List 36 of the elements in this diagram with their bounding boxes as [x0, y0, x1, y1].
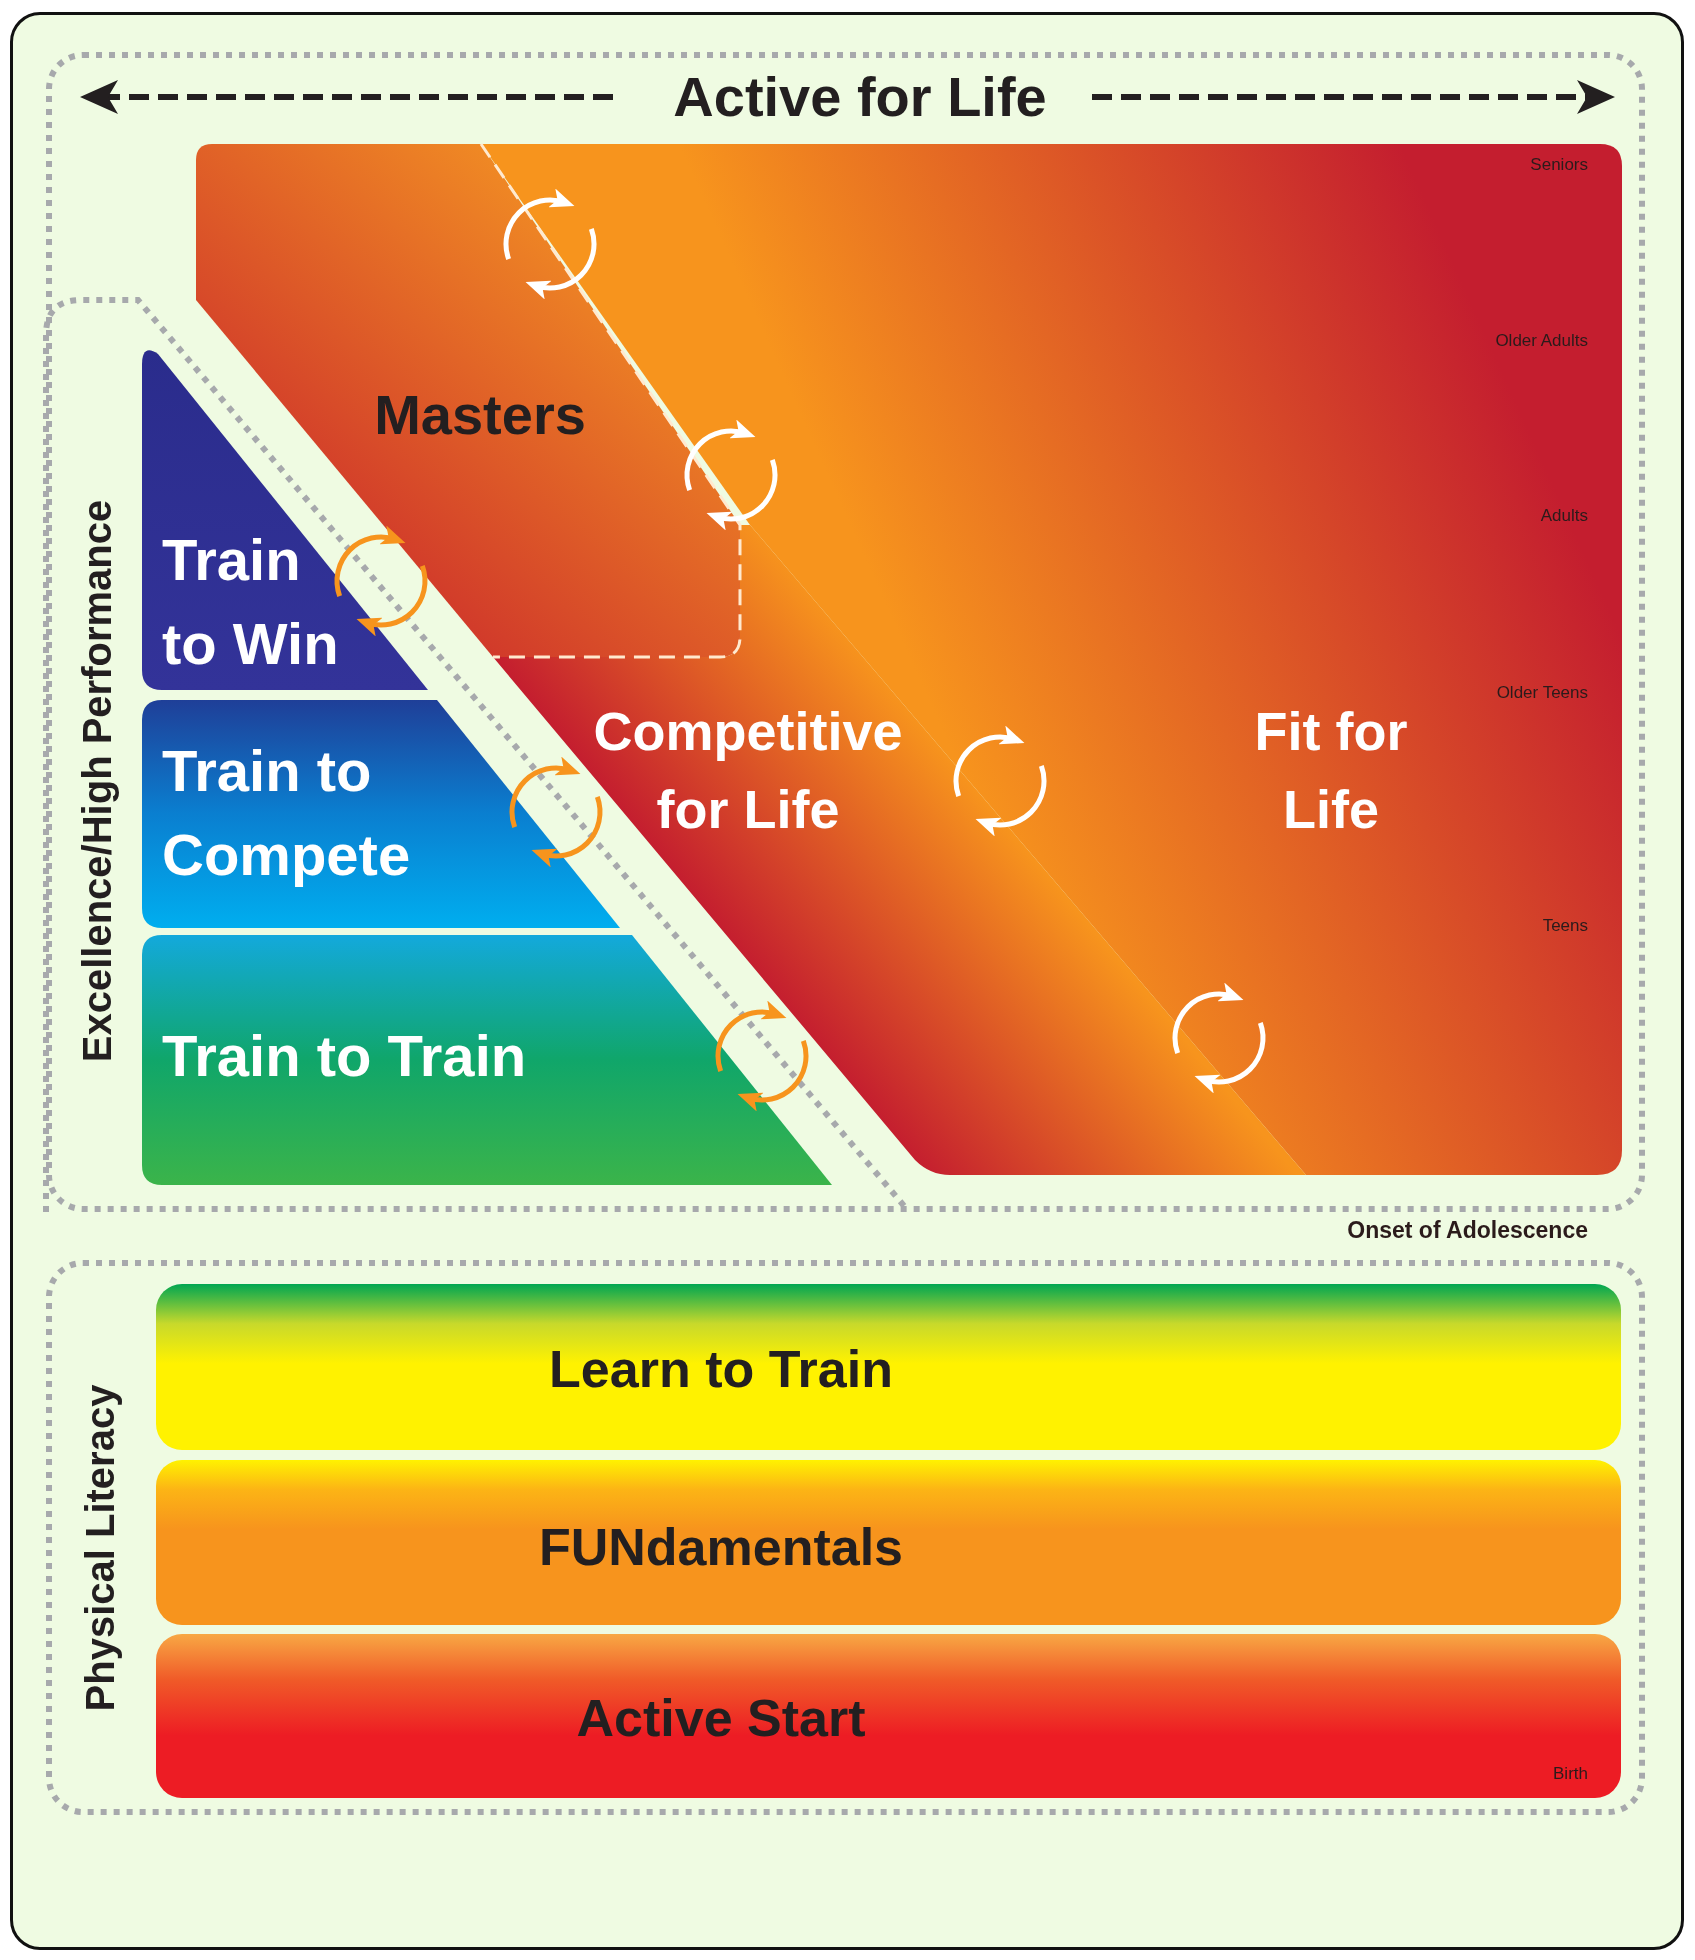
age-label: Adults — [1540, 506, 1588, 527]
age-label: Teens — [1542, 916, 1588, 937]
stage-label: Active for Life — [672, 64, 1048, 130]
stage-label: Fit for Life — [1253, 700, 1409, 842]
cycle-arrow — [509, 757, 581, 828]
stage-label: Active Start — [575, 1688, 867, 1749]
stage-label: FUNdamentals — [537, 1517, 905, 1578]
group-label: Physical Literacy — [78, 1384, 122, 1712]
cycle-arrow — [684, 420, 756, 491]
stage-marker-label: Onset of Adolescence — [1347, 1217, 1588, 1245]
cycle-arrow — [1194, 1022, 1266, 1093]
cycle-arrow — [503, 189, 575, 260]
age-label: Older Adults — [1495, 331, 1588, 352]
cycle-arrow — [1172, 983, 1244, 1054]
cycle-arrow — [737, 1040, 809, 1111]
cycle-arrow — [953, 726, 1025, 797]
cycle-arrow — [531, 796, 603, 867]
stage-label: Masters — [373, 382, 587, 448]
stage-bar — [156, 1284, 1621, 1450]
stage-label: Train to Compete — [162, 737, 412, 890]
stage-label: Learn to Train — [548, 1339, 894, 1400]
cycle-arrow — [525, 228, 597, 299]
cycle-arrow — [715, 1001, 787, 1072]
stage-label: Train to Train — [162, 1022, 528, 1090]
age-label: Seniors — [1530, 155, 1588, 176]
group-label: Excellence/High Performance — [75, 499, 119, 1063]
cycle-arrow — [356, 565, 428, 636]
age-label: Older Teens — [1496, 683, 1588, 704]
stage-bar — [156, 1634, 1621, 1798]
cycle-arrow — [706, 459, 778, 530]
stage-label: Competitive for Life — [592, 700, 904, 842]
stage-marker-label: Birth — [1553, 1764, 1588, 1785]
cycle-arrow — [334, 526, 406, 597]
cycle-arrow — [975, 765, 1047, 836]
stage-label: Train to Win — [162, 526, 340, 679]
stage-bar — [156, 1460, 1621, 1625]
